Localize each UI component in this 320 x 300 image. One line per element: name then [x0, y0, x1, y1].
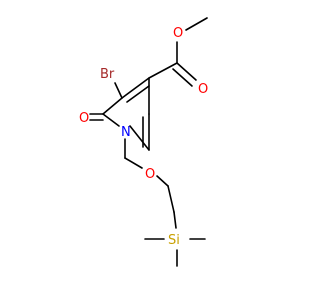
bond-ch2-si	[173, 211, 177, 229]
bond-c4-c-ester	[148, 62, 178, 79]
bond-c2-n1	[129, 125, 150, 151]
molecule-canvas: Br O N O Si O O	[79, 17, 208, 267]
atom-label-ester-oxygen-right: O	[198, 82, 208, 97]
molecule-structure: Br O N O Si O O	[79, 17, 208, 267]
atom-label-bromine: Br	[100, 67, 115, 82]
bond-ester-c-o-double-1	[176, 62, 197, 81]
bond-n1-c6	[102, 113, 120, 127]
bond-ch2-ch2	[167, 185, 175, 213]
bond-c6-c5	[102, 97, 123, 115]
atom-label-nitrogen: N	[121, 125, 131, 140]
bond-o-ch2	[156, 175, 169, 187]
atom-label-silicon: Si	[168, 233, 180, 248]
bond-c5-c4-double	[126, 85, 150, 103]
bond-ester-o-methyl	[185, 17, 208, 31]
atom-label-ester-oxygen-top: O	[173, 26, 183, 41]
bond-ch2-o	[124, 157, 143, 169]
bond-ester-c-o-double-2	[172, 68, 193, 87]
bond-c5-c4	[121, 77, 150, 99]
atom-label-carbonyl-oxygen: O	[79, 111, 89, 126]
bond-c5-br	[114, 82, 123, 99]
atom-label-ether-oxygen: O	[145, 167, 155, 182]
